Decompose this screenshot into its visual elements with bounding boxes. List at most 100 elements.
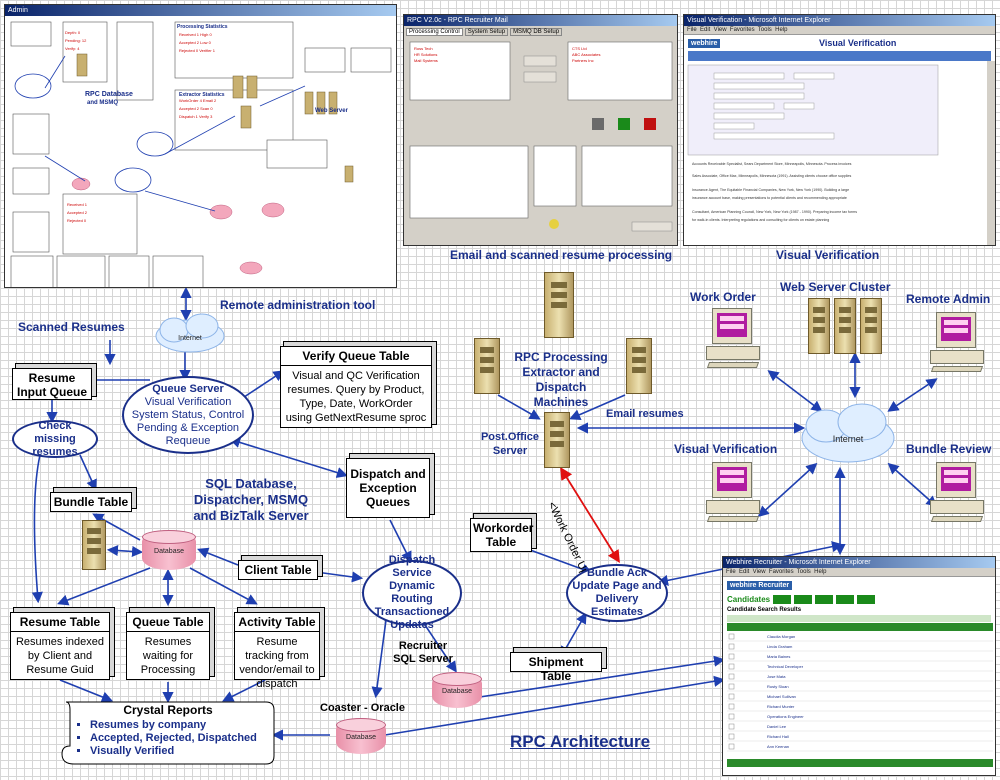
activity-table-title: Activity Table — [235, 613, 319, 632]
internet-cloud-small: Internet — [155, 313, 225, 353]
verify-queue-title: Verify Queue Table — [281, 347, 431, 366]
post-office-server-icon — [544, 412, 570, 468]
svg-text:RPC Database: RPC Database — [85, 91, 133, 98]
recruiter-database-cylinder: Database — [432, 672, 482, 708]
crystal-item-company: Resumes by company — [90, 719, 268, 732]
web-server-1 — [808, 298, 830, 354]
svg-text:Web Server: Web Server — [315, 108, 349, 114]
shipment-table-box: Shipment Table — [510, 652, 602, 683]
recruiter-window-title: Webhire Recruiter - Microsoft Internet E… — [723, 557, 995, 568]
client-table-box: Client Table — [238, 560, 318, 580]
tab-system-setup: System Setup — [464, 28, 509, 36]
svg-text:Pending: 12: Pending: 12 — [65, 38, 87, 43]
visual-verif-toolbar — [688, 51, 991, 61]
coaster-db-text: Database — [346, 734, 376, 741]
candidate-search-title: Candidate Search Results — [727, 607, 802, 613]
crystal-item-status: Accepted, Rejected, Dispatched — [90, 732, 268, 745]
remote-admin-tool-caption: Remote administration tool — [220, 298, 376, 312]
recruiter-mail-screenshot: RPC V2.0c - RPC Recruiter Mail Processin… — [403, 14, 678, 246]
resume-table-body: Resumes indexed by Client and Resume Gui… — [15, 636, 105, 676]
resume-table-box: Resume Table Resumes indexed by Client a… — [10, 612, 110, 680]
svg-text:Claudia Morgan: Claudia Morgan — [767, 634, 795, 639]
internet-small-text: Internet — [178, 335, 202, 342]
svg-text:Daniel Lee: Daniel Lee — [767, 724, 787, 729]
svg-text:Partners Inc: Partners Inc — [572, 58, 594, 63]
svg-text:Ann Keenan: Ann Keenan — [767, 744, 789, 749]
svg-text:Richard Munter: Richard Munter — [767, 704, 795, 709]
svg-text:Insurance Agent, The Equitable: Insurance Agent, The Equitable Financial… — [692, 188, 849, 192]
rpc-extractor-server-3 — [626, 338, 652, 394]
queue-server-body: Visual Verification System Status, Contr… — [131, 395, 245, 447]
crystal-reports-title: Crystal Reports — [123, 703, 213, 717]
svg-text:Mail Systems: Mail Systems — [414, 58, 438, 63]
svg-text:Linda Graham: Linda Graham — [767, 644, 793, 649]
candidates-section: Candidates — [727, 595, 771, 604]
rpc-extractor-server-2 — [474, 338, 500, 394]
svg-text:Received 1: Received 1 — [67, 202, 88, 207]
svg-text:Rejected 0 Verifier 1: Rejected 0 Verifier 1 — [179, 48, 216, 53]
svg-text:Ross Tech: Ross Tech — [414, 46, 433, 51]
queue-table-body: Resumes waiting for Processing — [140, 636, 196, 676]
queue-table-box: Queue Table Resumes waiting for Processi… — [126, 612, 210, 680]
queue-table-title: Queue Table — [127, 613, 209, 632]
visual-verif-window-title: Visual Verification - Microsoft Internet… — [684, 15, 995, 26]
tab-msmq-db-setup: MSMQ DB Setup — [510, 28, 563, 36]
svg-text:Verify: 4: Verify: 4 — [65, 46, 80, 51]
svg-text:WorkOrder 4 Email 2: WorkOrder 4 Email 2 — [179, 98, 217, 103]
recruiter-db-text: Database — [442, 688, 472, 695]
svg-text:Depth: 0: Depth: 0 — [65, 30, 81, 35]
svg-text:Maria Baines: Maria Baines — [767, 654, 790, 659]
queue-server-ellipse: Queue Server Visual Verification System … — [122, 376, 254, 454]
main-database-cylinder: Database — [142, 530, 196, 570]
bundle-review-label: Bundle Review — [906, 442, 992, 456]
web-server-2 — [834, 298, 856, 354]
queue-server-title: Queue Server — [152, 382, 224, 395]
visual-verification-caption: Visual Verification — [776, 248, 880, 262]
svg-text:Dispatch 1 Verify 3: Dispatch 1 Verify 3 — [179, 114, 213, 119]
bundle-ack-ellipse: Bundle Ack Update Page and Delivery Esti… — [566, 564, 668, 622]
visual-verif-header: Visual Verification — [819, 38, 897, 48]
scanned-resumes-label: Scanned Resumes — [18, 320, 125, 334]
svg-text:Rejected 0: Rejected 0 — [67, 218, 87, 223]
visual-verification-node-label: Visual Verification — [674, 442, 778, 456]
svg-text:Sales Associate, Office Max, M: Sales Associate, Office Max, Minneapolis… — [692, 174, 851, 178]
svg-text:insurance account base, making: insurance account base, making presentat… — [692, 196, 847, 200]
svg-text:HR Solutions: HR Solutions — [414, 52, 437, 57]
svg-text:Extractor Statistics: Extractor Statistics — [179, 92, 225, 98]
post-office-label: Post.Office Server — [480, 431, 540, 457]
crystal-item-verified: Visually Verified — [90, 745, 268, 758]
crystal-reports: Crystal Reports Resumes by company Accep… — [68, 703, 268, 758]
svg-text:Accepted 2: Accepted 2 — [67, 210, 88, 215]
webhire-logo: webhire — [688, 38, 721, 48]
svg-text:Technical Developer: Technical Developer — [767, 664, 804, 669]
internet-cloud-large: Internet — [801, 403, 895, 463]
recruiter-mail-title: RPC V2.0c - RPC Recruiter Mail — [404, 15, 677, 26]
dispatch-service-ellipse: Dispatch Service Dynamic Routing Transac… — [362, 554, 462, 631]
email-resumes-label: Email resumes — [606, 408, 684, 420]
verify-queue-table-box: Verify Queue Table Visual and QC Verific… — [280, 346, 432, 428]
activity-table-body: Resume tracking from vendor/email to dis… — [239, 636, 315, 690]
resume-input-queue-box: Resume Input Queue — [12, 368, 92, 400]
verify-queue-body: Visual and QC Verification resumes. Quer… — [285, 370, 427, 424]
database-text: Database — [154, 548, 184, 555]
database-server-icon — [82, 520, 106, 570]
web-server-3 — [860, 298, 882, 354]
dispatch-exception-queues-box: Dispatch and Exception Queues — [346, 458, 430, 518]
internet-large-text: Internet — [833, 434, 864, 444]
tab-processing-control: Processing Control — [406, 28, 463, 36]
svg-text:Richard Hall: Richard Hall — [767, 734, 789, 739]
rpc-architecture-title: RPC Architecture — [510, 732, 651, 751]
bundle-table-box: Bundle Table — [50, 492, 132, 512]
resume-table-title: Resume Table — [11, 613, 109, 632]
svg-text:CTS Ltd: CTS Ltd — [572, 46, 587, 51]
workorder-table-box: Workorder Table — [470, 518, 533, 552]
webhire-recruiter-logo: webhire Recruiter — [727, 580, 793, 590]
work-order-label: Work Order — [690, 290, 756, 304]
remote-admin-label: Remote Admin — [906, 292, 991, 306]
web-server-cluster-label: Web Server Cluster — [780, 280, 891, 294]
coaster-oracle-label: Coaster - Oracle — [320, 702, 405, 714]
visual-verif-form: Accounts Receivable Specialist, Sears De… — [687, 61, 995, 245]
